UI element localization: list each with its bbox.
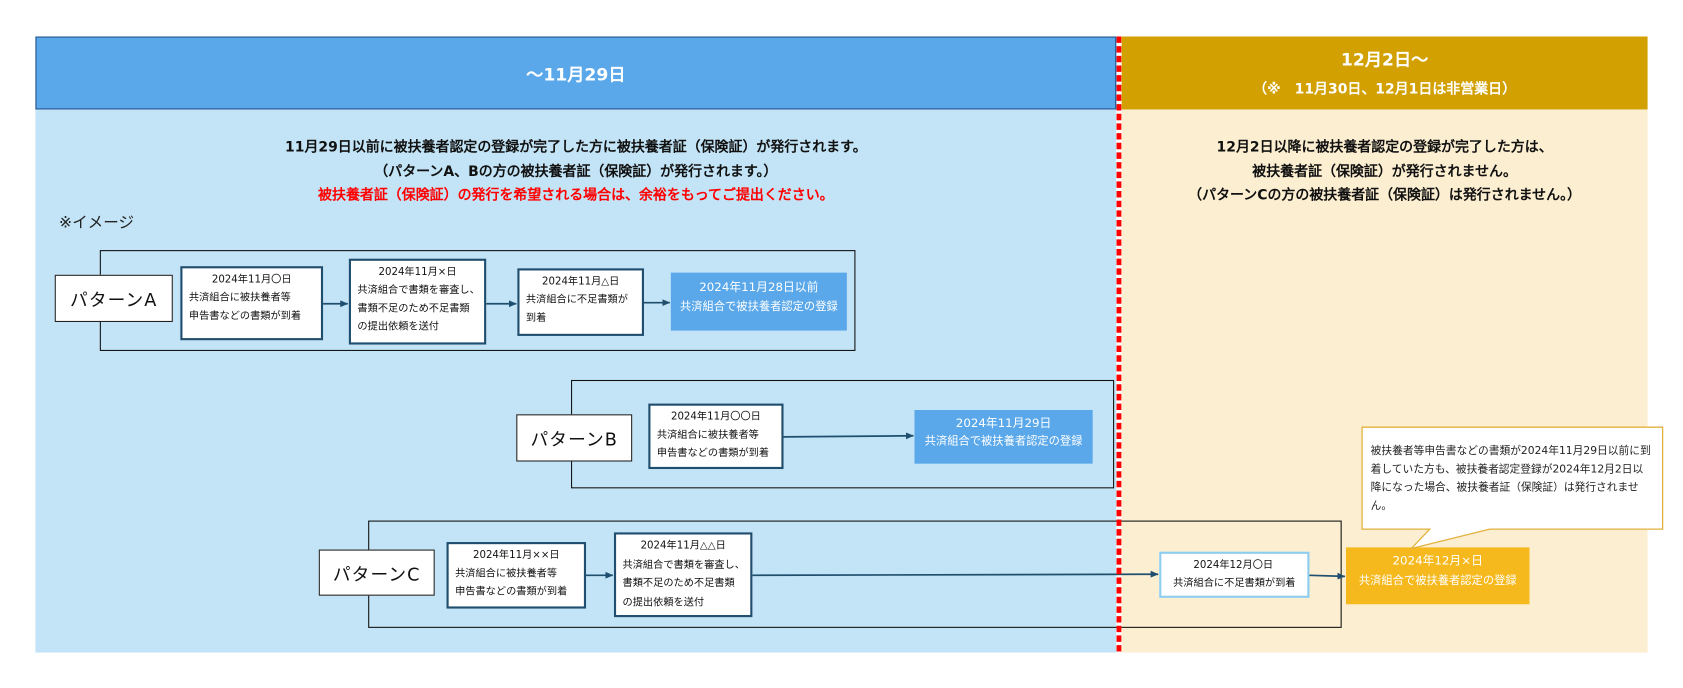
pattern-a-step-review-request: 2024年11月×日 共済組合で書類を審査し、 書類不足のため不足書類 の提出依… bbox=[348, 258, 487, 345]
callout-line: 降になった場合、被扶養者証（保険証）は発行されませ bbox=[1370, 481, 1639, 494]
notice-before: 11月29日以前に被扶養者認定の登録が完了した方に被扶養者証（保険証）が発行され… bbox=[35, 136, 1116, 208]
pattern-c-step-missing-docs-received: 2024年12月〇日 共済組合に不足書類が到着 bbox=[1159, 551, 1310, 598]
registration-text: 共済組合で被扶養者認定の登録 bbox=[924, 434, 1083, 448]
pattern-c-step-documents-received: 2024年11月××日 共済組合に被扶養者等 申告書などの書類が到着 bbox=[446, 542, 587, 609]
step-date: 2024年11月××日 bbox=[472, 549, 560, 562]
pattern-c-step-review-request: 2024年11月△△日 共済組合で書類を審査し、 書類不足のため不足書類 の提出… bbox=[613, 532, 753, 618]
notice-line: （パターンA、Bの方の被扶養者証（保険証）が発行されます。） bbox=[374, 163, 778, 180]
step-text: の提出依頼を送付 bbox=[357, 320, 440, 333]
pattern-a-label: パターンA bbox=[54, 274, 173, 322]
notice-line: 被扶養者証（保険証）が発行されません。 bbox=[1252, 163, 1517, 180]
step-text: 申告書などの書類が到着 bbox=[188, 310, 302, 322]
step-text: 共済組合に被扶養者等 bbox=[188, 291, 291, 304]
step-text: 共済組合に不足書類が到着 bbox=[1173, 577, 1296, 590]
pattern-a-step-missing-docs-received: 2024年11月△日 共済組合に不足書類が 到着 bbox=[517, 268, 645, 336]
notice-after: 12月2日以降に被扶養者認定の登録が完了した方は、 被扶養者証（保険証）が発行さ… bbox=[1122, 136, 1648, 208]
period-header-before-title: ～11月29日 bbox=[526, 64, 626, 85]
step-text: 申告書などの書類が到着 bbox=[656, 447, 770, 460]
registration-date: 2024年12月×日 bbox=[1392, 553, 1483, 568]
pattern-c-registration: 2024年12月×日 共済組合で被扶養者認定の登録 bbox=[1345, 547, 1530, 605]
pattern-a-step-documents-received: 2024年11月〇日 共済組合に被扶養者等 申告書などの書類が到着 bbox=[180, 266, 324, 341]
step-text: 書類不足のため不足書類 bbox=[357, 302, 470, 315]
step-date: 2024年11月×日 bbox=[378, 266, 457, 278]
step-text: 到着 bbox=[525, 312, 547, 325]
callout-line: ん。 bbox=[1370, 500, 1393, 512]
step-text: 申告書などの書類が到着 bbox=[455, 586, 568, 598]
step-date: 2024年12月〇日 bbox=[1193, 559, 1274, 572]
period-header-after-note: （※ 11月30日、12月1日は非営業日） bbox=[1253, 81, 1517, 98]
step-text: 共済組合で書類を審査し、 bbox=[622, 558, 745, 571]
step-text: の提出依頼を送付 bbox=[622, 596, 705, 609]
notice-line: 12月2日以降に被扶養者認定の登録が完了した方は、 bbox=[1216, 139, 1553, 156]
step-text: 書類不足のため不足書類 bbox=[622, 577, 735, 590]
registration-text: 共済組合で被扶養者認定の登録 bbox=[1358, 574, 1517, 588]
step-text: 共済組合に被扶養者等 bbox=[656, 429, 759, 442]
period-header-after-title: 12月2日～ bbox=[1340, 49, 1429, 70]
step-date: 2024年11月〇日 bbox=[211, 273, 292, 286]
registration-date: 2024年11月29日 bbox=[955, 416, 1052, 431]
pattern-c-label: パターンC bbox=[318, 549, 435, 596]
callout-note: 被扶養者等申告書などの書類が2024年11月29日以前に到 着していた方も、被扶… bbox=[1371, 442, 1659, 515]
pattern-b-label: パターンB bbox=[516, 414, 633, 462]
registration-text: 共済組合で被扶養者認定の登録 bbox=[679, 300, 838, 314]
step-date: 2024年11月△日 bbox=[541, 275, 620, 288]
step-text: 共済組合に不足書類が bbox=[525, 294, 628, 306]
step-text: 共済組合に被扶養者等 bbox=[455, 567, 558, 580]
notice-line: 11月29日以前に被扶養者認定の登録が完了した方に被扶養者証（保険証）が発行され… bbox=[285, 139, 867, 156]
step-date: 2024年11月〇〇日 bbox=[670, 411, 761, 423]
pattern-a-registration: 2024年11月28日以前 共済組合で被扶養者認定の登録 bbox=[670, 272, 847, 331]
step-date: 2024年11月△△日 bbox=[640, 539, 726, 552]
step-text: 共済組合で書類を審査し、 bbox=[357, 284, 480, 297]
pattern-b-registration: 2024年11月29日 共済組合で被扶養者認定の登録 bbox=[914, 410, 1093, 464]
registration-date: 2024年11月28日以前 bbox=[699, 280, 819, 295]
pattern-b-step-documents-received: 2024年11月〇〇日 共済組合に被扶養者等 申告書などの書類が到着 bbox=[648, 403, 784, 470]
period-header-after: 12月2日～ （※ 11月30日、12月1日は非営業日） bbox=[1121, 36, 1648, 110]
period-header-before: ～11月29日 bbox=[35, 36, 1117, 110]
callout-line: 着していた方も、被扶養者認定登録が2024年12月2日以 bbox=[1370, 463, 1644, 476]
callout-line: 被扶養者等申告書などの書類が2024年11月29日以前に到 bbox=[1370, 445, 1651, 458]
image-note: ※イメージ bbox=[59, 214, 135, 232]
warning-text: 被扶養者証（保険証）の発行を希望される場合は、余裕をもってご提出ください。 bbox=[318, 187, 834, 204]
notice-line: （パターンCの方の被扶養者証（保険証）は発行されません。） bbox=[1188, 187, 1582, 204]
